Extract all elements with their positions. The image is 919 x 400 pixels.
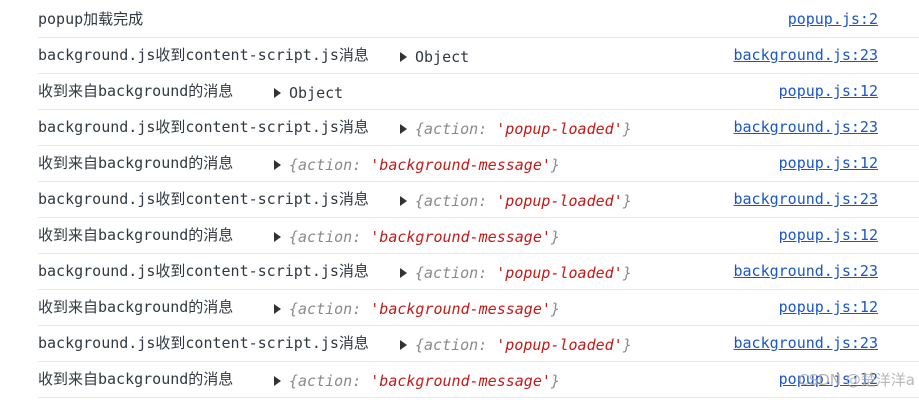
object-key: action	[424, 264, 479, 282]
log-message: 收到来自background的消息	[38, 154, 234, 172]
brace-close: }	[550, 228, 560, 246]
object-label: Object	[415, 48, 470, 66]
colon: :	[478, 336, 497, 354]
source-link[interactable]: background.js:23	[733, 118, 879, 136]
object-value: 'popup-loaded'	[496, 120, 623, 138]
watermark: CSDN @楚洋洋a	[798, 371, 915, 389]
console-log-row: popup加载完成 popup.js:2	[38, 2, 919, 38]
console-log-row: 收到来自background的消息 {action: 'background-m…	[38, 362, 919, 398]
console-log-row: background.js收到content-script.js消息 Objec…	[38, 38, 919, 74]
brace-close: }	[622, 192, 632, 210]
console-log-row: 收到来自background的消息 {action: 'background-m…	[38, 290, 919, 326]
object-key: action	[424, 120, 479, 138]
log-message: background.js收到content-script.js消息	[38, 118, 369, 136]
source-link[interactable]: background.js:23	[733, 190, 879, 208]
log-message: background.js收到content-script.js消息	[38, 262, 369, 280]
source-link[interactable]: popup.js:12	[778, 298, 878, 316]
source-link[interactable]: popup.js:12	[778, 154, 878, 172]
object-key: action	[298, 300, 353, 318]
expand-triangle-icon[interactable]	[400, 52, 407, 62]
object-value: 'background-message'	[370, 228, 551, 246]
colon: :	[352, 300, 371, 318]
source-link[interactable]: popup.js:12	[778, 370, 878, 388]
console-log-row: 收到来自background的消息 Object popup.js:12	[38, 74, 919, 110]
colon: :	[352, 228, 371, 246]
expand-triangle-icon[interactable]	[400, 124, 407, 134]
object-preview[interactable]: Object	[400, 48, 469, 66]
object-preview[interactable]: {action: 'background-message'}	[274, 228, 560, 246]
expand-triangle-icon[interactable]	[274, 376, 281, 386]
object-value: 'background-message'	[370, 156, 551, 174]
expand-triangle-icon[interactable]	[400, 268, 407, 278]
log-message: 收到来自background的消息	[38, 226, 234, 244]
object-key: action	[298, 228, 353, 246]
console-log-row: background.js收到content-script.js消息 {acti…	[38, 110, 919, 146]
console-log-row: background.js收到content-script.js消息 {acti…	[38, 182, 919, 218]
brace-close: }	[550, 372, 560, 390]
console-log-row: background.js收到content-script.js消息 {acti…	[38, 326, 919, 362]
log-message: 收到来自background的消息	[38, 298, 234, 316]
source-link[interactable]: popup.js:2	[787, 10, 878, 28]
expand-triangle-icon[interactable]	[274, 304, 281, 314]
brace-open: {	[289, 156, 299, 174]
brace-close: }	[622, 336, 632, 354]
object-value: 'popup-loaded'	[496, 192, 623, 210]
colon: :	[478, 264, 497, 282]
brace-open: {	[415, 336, 425, 354]
object-preview[interactable]: {action: 'background-message'}	[274, 372, 560, 390]
console-log-row: 收到来自background的消息 {action: 'background-m…	[38, 218, 919, 254]
log-message: background.js收到content-script.js消息	[38, 46, 369, 64]
object-preview[interactable]: Object	[274, 84, 343, 102]
expand-triangle-icon[interactable]	[400, 196, 407, 206]
brace-close: }	[550, 300, 560, 318]
object-value: 'background-message'	[370, 372, 551, 390]
source-link[interactable]: background.js:23	[733, 262, 879, 280]
object-value: 'popup-loaded'	[496, 264, 623, 282]
object-key: action	[424, 192, 479, 210]
colon: :	[478, 120, 497, 138]
brace-close: }	[550, 156, 560, 174]
log-message: 收到来自background的消息	[38, 370, 234, 388]
log-message: popup加载完成	[38, 10, 144, 28]
object-preview[interactable]: {action: 'popup-loaded'}	[400, 192, 632, 210]
brace-open: {	[289, 372, 299, 390]
object-key: action	[298, 156, 353, 174]
colon: :	[478, 192, 497, 210]
expand-triangle-icon[interactable]	[400, 340, 407, 350]
brace-open: {	[289, 300, 299, 318]
log-message: background.js收到content-script.js消息	[38, 190, 369, 208]
source-link[interactable]: popup.js:12	[778, 226, 878, 244]
object-preview[interactable]: {action: 'background-message'}	[274, 156, 560, 174]
log-message: 收到来自background的消息	[38, 82, 234, 100]
source-link[interactable]: popup.js:12	[778, 82, 878, 100]
colon: :	[352, 372, 371, 390]
console-log-row: background.js收到content-script.js消息 {acti…	[38, 254, 919, 290]
expand-triangle-icon[interactable]	[274, 232, 281, 242]
object-key: action	[298, 372, 353, 390]
source-link[interactable]: background.js:23	[733, 46, 879, 64]
brace-open: {	[415, 192, 425, 210]
expand-triangle-icon[interactable]	[274, 88, 281, 98]
expand-triangle-icon[interactable]	[274, 160, 281, 170]
brace-close: }	[622, 264, 632, 282]
object-preview[interactable]: {action: 'background-message'}	[274, 300, 560, 318]
object-value: 'background-message'	[370, 300, 551, 318]
object-preview[interactable]: {action: 'popup-loaded'}	[400, 264, 632, 282]
console-log-row: 收到来自background的消息 {action: 'background-m…	[38, 146, 919, 182]
colon: :	[352, 156, 371, 174]
object-label: Object	[289, 84, 344, 102]
brace-close: }	[622, 120, 632, 138]
log-message: background.js收到content-script.js消息	[38, 334, 369, 352]
object-preview[interactable]: {action: 'popup-loaded'}	[400, 120, 632, 138]
object-preview[interactable]: {action: 'popup-loaded'}	[400, 336, 632, 354]
brace-open: {	[289, 228, 299, 246]
object-key: action	[424, 336, 479, 354]
source-link[interactable]: background.js:23	[733, 334, 879, 352]
brace-open: {	[415, 264, 425, 282]
object-value: 'popup-loaded'	[496, 336, 623, 354]
brace-open: {	[415, 120, 425, 138]
